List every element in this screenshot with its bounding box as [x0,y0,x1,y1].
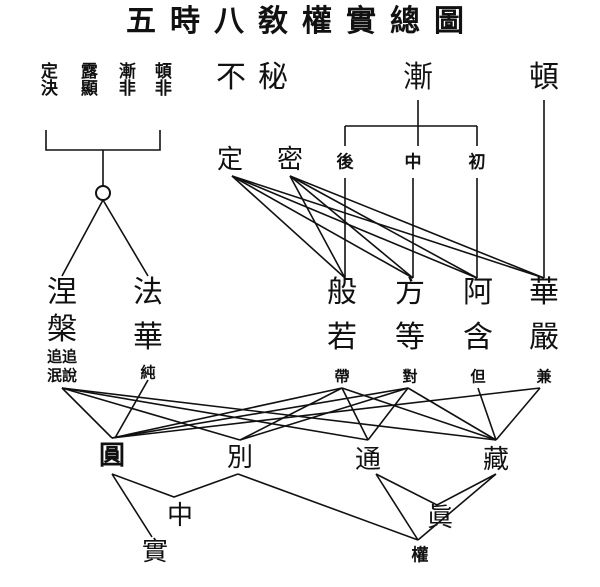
label-middle-way: 中 [166,501,194,531]
label-hodo-1: 方 [395,275,425,310]
label-agon-2: 含 [463,320,493,355]
label-agon-3: 但 [470,367,486,386]
label-agon-1: 阿 [463,275,493,310]
label-kegon-1: 華 [529,275,559,310]
label-determinate-teaching: 定 [216,145,244,175]
label-fumi: 不秘 [216,60,300,95]
shin-lines [375,473,497,541]
doctrine-network [61,379,541,441]
tei-fan [231,175,545,279]
label-hodo-3: 對 [402,367,418,386]
label-secret-teaching: 密 [276,145,304,175]
label-hodo-2: 等 [395,320,425,355]
label-hokke-3: 純 [140,363,156,382]
label-true: 眞 [426,503,454,533]
label-nehan-1: 涅 [47,275,77,310]
label-manifest: 露顯 [76,62,97,96]
label-nehan-3: 追追 [46,347,78,366]
label-hannya-3: 帶 [334,367,350,386]
chu-jitsu-lines [111,473,239,538]
left-top-bracket [45,130,161,186]
label-initial: 初 [468,152,486,173]
label-gradual: 漸 [403,60,433,95]
circle-branches [61,199,149,277]
label-real: 實 [141,537,169,567]
junction-circle [95,185,111,201]
label-nehan-4: 泯說 [46,366,78,385]
label-hokke-1: 法 [133,275,163,310]
diagram-title: 五時八敎權實總圖 [126,4,478,39]
zen-bracket [344,100,478,146]
label-distinct: 別 [226,443,254,473]
label-tripitaka: 藏 [482,445,510,475]
label-middle: 中 [404,152,422,173]
label-sudden: 頓 [529,60,559,95]
label-common: 通 [354,445,382,475]
label-kegon-3: 兼 [536,367,552,386]
gon-left-line [237,473,419,541]
label-hokke-2: 華 [133,320,163,355]
label-kegon-2: 嚴 [529,320,559,355]
label-non-gradual: 漸非 [114,62,135,96]
label-hannya-1: 般 [327,275,357,310]
label-provisional: 權 [411,545,429,566]
label-later: 後 [336,152,354,173]
label-nehan-2: 槃 [47,312,77,347]
label-hannya-2: 若 [327,320,357,355]
mitsu-fan [289,175,545,279]
label-determinate: 定決 [36,62,57,96]
label-perfect: 圓 [98,441,126,471]
label-non-sudden-fixed: 頓非 [150,62,171,96]
